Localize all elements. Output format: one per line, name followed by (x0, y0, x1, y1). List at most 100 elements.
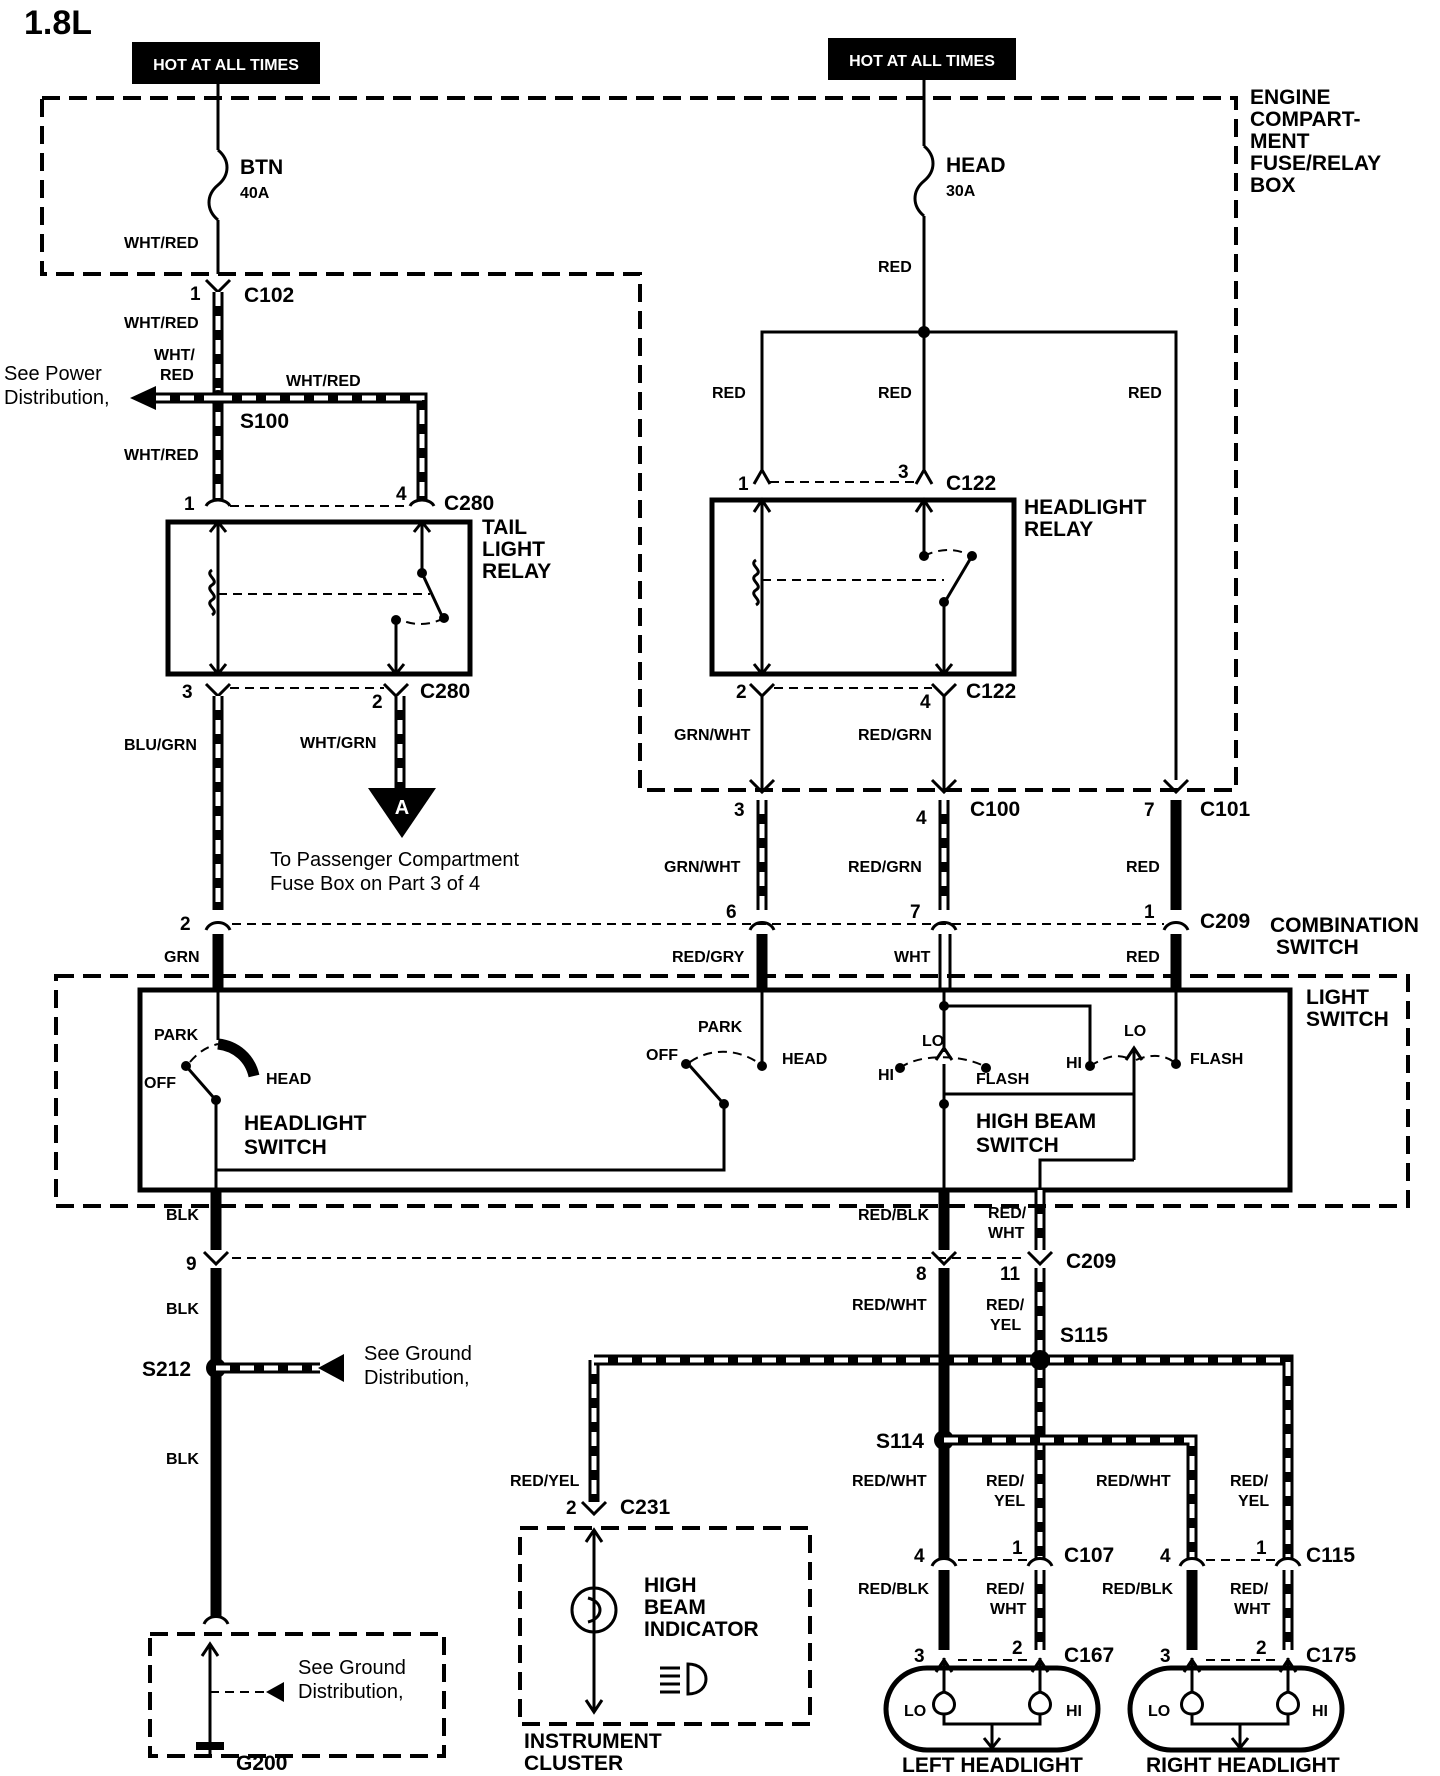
relay-coil-symbol (752, 558, 760, 607)
wire-label: RED/BLK (858, 1207, 930, 1224)
instrument-cluster-label: INSTRUMENT CLUSTER (524, 1730, 662, 1775)
pin-number: 2 (1256, 1638, 1267, 1659)
high-beam-symbol-icon (660, 1662, 708, 1696)
connector-c107: C107 (1064, 1544, 1114, 1567)
pin-number: 8 (916, 1264, 927, 1285)
connector-c167: C167 (1064, 1644, 1114, 1667)
wire-label: BLK (166, 1207, 199, 1224)
headlight-relay-label: HEADLIGHT RELAY (1024, 496, 1147, 541)
svg-text:See Power: See Power (4, 363, 102, 385)
svg-text:See Ground: See Ground (364, 1343, 472, 1365)
pin-number: 4 (920, 692, 931, 713)
indicator-bulb-icon (570, 1586, 618, 1634)
wire-label: RED/ (988, 1205, 1027, 1222)
hot-right-label: HOT AT ALL TIMES (849, 53, 995, 70)
pin-number: 11 (1000, 1264, 1021, 1285)
wire-label: WHT/RED (124, 447, 199, 464)
svg-text:SWITCH: SWITCH (1306, 1008, 1389, 1031)
tail-light-relay-box (165, 519, 473, 677)
svg-text:LIGHT: LIGHT (482, 538, 545, 561)
ground-symbol-icon (196, 1742, 224, 1750)
fuse-box-label: ENGINE COMPART- MENT FUSE/RELAY BOX (1250, 86, 1381, 197)
svg-text:HI: HI (1312, 1703, 1328, 1720)
wire-label: RED/ (986, 1297, 1025, 1314)
light-switch-label: LIGHT SWITCH (1306, 986, 1389, 1031)
pin-number: 1 (738, 474, 749, 495)
head-fuse-rating: 30A (946, 183, 976, 200)
switch-body (137, 987, 1293, 1193)
pin-number: 2 (736, 682, 747, 703)
svg-text:To Passenger Compartment: To Passenger Compartment (270, 849, 519, 871)
svg-text:SWITCH: SWITCH (1276, 936, 1359, 959)
svg-text:INSTRUMENT: INSTRUMENT (524, 1730, 662, 1753)
svg-text:HEADLIGHT: HEADLIGHT (1024, 496, 1147, 519)
see-power-distribution-note: See Power Distribution, (4, 363, 110, 409)
arrow-left-icon (130, 386, 156, 410)
svg-text:CLUSTER: CLUSTER (524, 1752, 623, 1775)
pin-number: 4 (1160, 1546, 1171, 1567)
svg-text:HEAD: HEAD (266, 1071, 311, 1088)
connector-c102: C102 (244, 284, 294, 307)
light-switch-outline (54, 974, 1410, 1208)
passenger-fuse-box-note: To Passenger Compartment Fuse Box on Par… (270, 849, 519, 895)
wire-label: RED (712, 385, 746, 402)
svg-text:LO: LO (1148, 1703, 1170, 1720)
svg-text:See Ground: See Ground (298, 1657, 406, 1679)
wire-label: BLK (166, 1301, 199, 1318)
btn-fuse-name: BTN (240, 156, 283, 179)
wire-label: RED (878, 385, 912, 402)
ground-g200: G200 (236, 1752, 287, 1775)
connector-c122-bottom: C122 (966, 680, 1016, 703)
svg-text:RELAY: RELAY (1024, 518, 1093, 541)
wire-label: WHT/RED (124, 235, 199, 252)
wire-label: RED/BLK (1102, 1581, 1174, 1598)
pin-number: 4 (914, 1546, 925, 1567)
btn-fuse-rating: 40A (240, 185, 270, 202)
connector-c115: C115 (1306, 1544, 1355, 1567)
wire-label: WHT (988, 1225, 1025, 1242)
head-fuse-name: HEAD (946, 154, 1006, 177)
connector-c102-symbol (204, 278, 232, 295)
connector-c122-top: C122 (946, 472, 996, 495)
engine-size-label: 1.8L (24, 4, 92, 42)
wire-label: RED/ (986, 1473, 1025, 1490)
svg-text:FLASH: FLASH (976, 1071, 1029, 1088)
reference-a-label: A (395, 797, 409, 819)
pin-number: 6 (726, 902, 737, 923)
connector-c280-bottom: C280 (420, 680, 470, 703)
splice-s115: S115 (1060, 1324, 1108, 1347)
left-headlight: LO HI (883, 1657, 1101, 1753)
svg-text:OFF: OFF (144, 1075, 176, 1092)
svg-text:Fuse Box on Part 3 of 4: Fuse Box on Part 3 of 4 (270, 873, 480, 895)
svg-text:HI: HI (878, 1067, 894, 1084)
wire-label: BLU/GRN (124, 737, 197, 754)
wire-label: RED (1126, 859, 1160, 876)
pin-number: 3 (1160, 1646, 1171, 1667)
svg-text:LO: LO (904, 1703, 926, 1720)
svg-text:SWITCH: SWITCH (244, 1136, 327, 1159)
splice-s212: S212 (142, 1358, 191, 1381)
off-page-reference-a (368, 788, 436, 838)
wire-label: RED (1126, 949, 1160, 966)
wire-label: WHT (894, 949, 931, 966)
wire-label: GRN/WHT (664, 859, 741, 876)
wire-label: YEL (1238, 1493, 1269, 1510)
svg-text:Distribution,: Distribution, (4, 387, 110, 409)
head-fuse-symbol (913, 144, 935, 218)
pin-number: 1 (1256, 1538, 1267, 1559)
tail-light-relay-label: TAIL LIGHT RELAY (482, 516, 551, 583)
svg-text:HI: HI (1066, 1055, 1082, 1072)
pin-number: 1 (1012, 1538, 1023, 1559)
connector-c231: C231 (620, 1496, 671, 1519)
pin-number: 3 (914, 1646, 925, 1667)
wire-label: RED (878, 259, 912, 276)
hot-at-all-times-right: HOT AT ALL TIMES (828, 38, 1016, 80)
svg-text:LO: LO (1124, 1023, 1146, 1040)
wire-label: WHT/RED (286, 373, 361, 390)
svg-text:HIGH BEAM: HIGH BEAM (976, 1110, 1096, 1133)
see-ground-distribution-note-2: See Ground Distribution, (298, 1657, 406, 1703)
svg-text:SWITCH: SWITCH (976, 1134, 1059, 1157)
svg-text:PARK: PARK (698, 1019, 743, 1036)
pin-number: 4 (396, 484, 407, 505)
